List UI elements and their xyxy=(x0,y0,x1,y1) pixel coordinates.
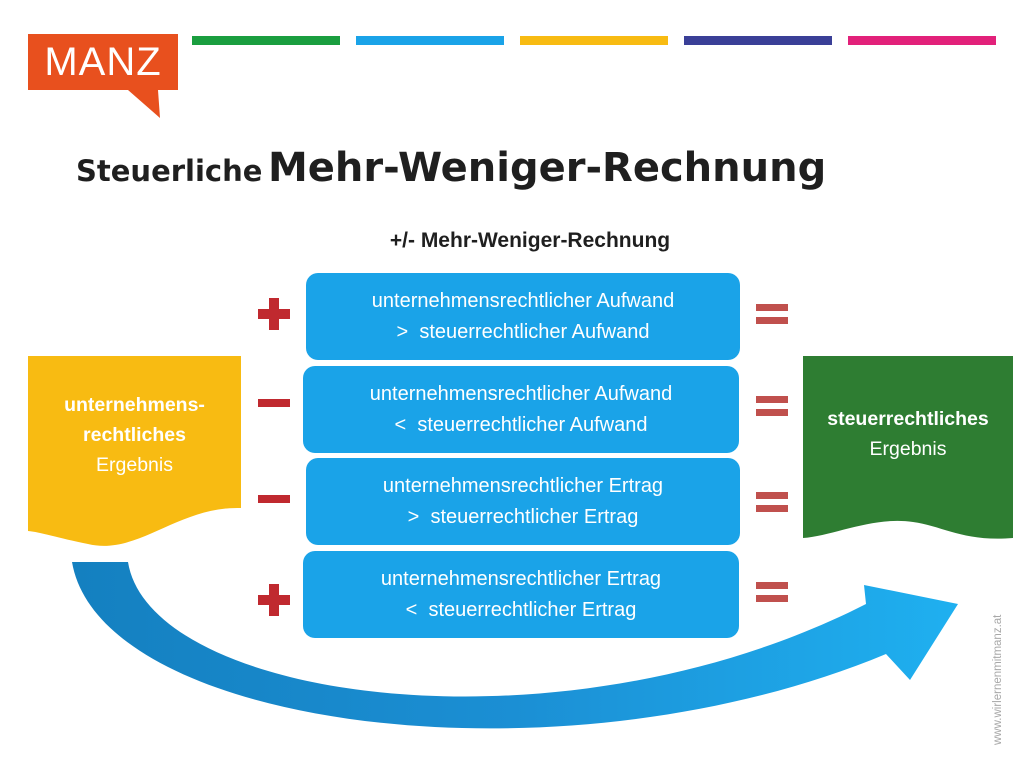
title-part1: Steuerliche xyxy=(76,154,263,188)
manz-logo: MANZ xyxy=(28,34,178,120)
color-bar-blue xyxy=(356,36,504,45)
color-bar-yellow xyxy=(520,36,668,45)
left-result-box: unternehmens- rechtliches Ergebnis xyxy=(28,356,241,548)
rule-box-3: unternehmensrechtlicher Ertrag > steuerr… xyxy=(306,458,740,545)
title-part2: Mehr-Weniger-Rechnung xyxy=(268,145,827,191)
website-watermark: www.wirlernenmitmanz.at xyxy=(992,614,1004,745)
rule-3-line2: > steuerrechtlicher Ertrag xyxy=(407,505,639,528)
equals-sign-icon xyxy=(756,304,788,324)
rule-box-4: unternehmensrechtlicher Ertrag < steuerr… xyxy=(303,551,739,638)
color-bar-pink xyxy=(848,36,996,45)
rule-1-line2: > steuerrechtlicher Aufwand xyxy=(396,320,650,343)
page-title: Steuerliche Mehr-Weniger-Rechnung xyxy=(76,145,996,191)
color-bar-green xyxy=(192,36,340,45)
rule-box-2: unternehmensrechtlicher Aufwand < steuer… xyxy=(303,366,739,453)
logo-text: MANZ xyxy=(44,39,162,84)
equals-sign-icon xyxy=(756,492,788,512)
left-box-line2: rechtliches xyxy=(83,424,186,446)
left-box-line1: unternehmens- xyxy=(64,394,205,416)
minus-sign-icon xyxy=(258,399,290,407)
right-doc-shape xyxy=(803,356,1013,539)
color-bar-indigo xyxy=(684,36,832,45)
diagram-subtitle: +/- Mehr-Weniger-Rechnung xyxy=(389,229,671,252)
plus-sign-icon xyxy=(258,298,290,330)
rule-box-1: unternehmensrechtlicher Aufwand > steuer… xyxy=(306,273,740,360)
minus-sign-icon xyxy=(258,495,290,503)
rule-4-line2: < steuerrechtlicher Ertrag xyxy=(405,598,637,621)
rule-3-line1: unternehmensrechtlicher Ertrag xyxy=(382,474,664,497)
plus-sign-icon xyxy=(258,584,290,616)
rule-4-line1: unternehmensrechtlicher Ertrag xyxy=(380,567,662,590)
right-result-box: steuerrechtliches Ergebnis xyxy=(803,356,1013,548)
rule-2-line2: < steuerrechtlicher Aufwand xyxy=(394,413,648,436)
equals-sign-icon xyxy=(756,396,788,416)
left-doc-shape xyxy=(28,356,241,546)
equals-sign-icon xyxy=(756,582,788,602)
rule-1-line1: unternehmensrechtlicher Aufwand xyxy=(371,289,675,312)
right-box-line1: steuerrechtliches xyxy=(827,408,989,430)
rule-2-line1: unternehmensrechtlicher Aufwand xyxy=(369,382,673,405)
logo-speech-bubble xyxy=(28,34,178,118)
left-box-line3: Ergebnis xyxy=(96,454,173,476)
right-box-line2: Ergebnis xyxy=(869,438,947,460)
